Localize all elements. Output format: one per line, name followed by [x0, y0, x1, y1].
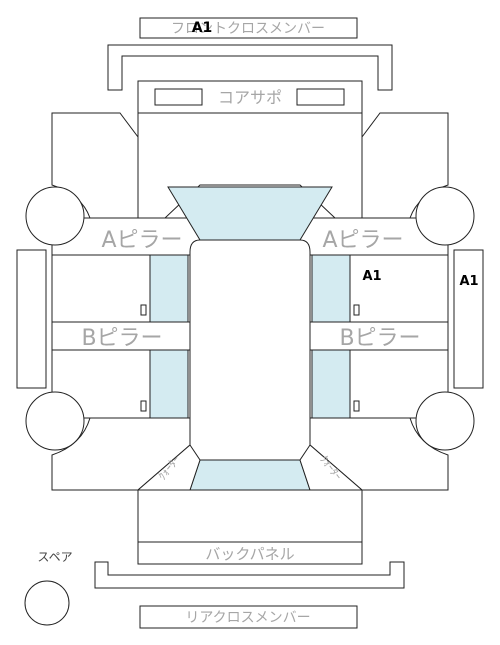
right-a-pillar-label: Aピラー: [322, 228, 403, 253]
front-cross-member-box[interactable]: [139, 17, 358, 39]
rear-right-wheel[interactable]: [415, 391, 475, 451]
right-side-sill[interactable]: [453, 249, 484, 389]
rear-left-wheel[interactable]: [25, 391, 85, 451]
left-b-pillar[interactable]: [51, 321, 191, 351]
right-b-pillar-label: Bピラー: [339, 326, 420, 351]
left-front-window: [149, 254, 189, 323]
damage-mark-right-side-sill: A1: [459, 274, 478, 289]
damage-mark-right-front-door: A1: [362, 269, 381, 284]
right-front-fender[interactable]: [361, 112, 449, 219]
left-a-pillar-label: Aピラー: [101, 228, 182, 253]
rear-bumper-reinforcement[interactable]: [94, 561, 405, 589]
left-headlight: [154, 88, 203, 106]
left-front-fender[interactable]: [51, 112, 139, 219]
roof[interactable]: [189, 239, 311, 461]
trunk-lid[interactable]: [137, 489, 363, 543]
right-headlight: [296, 88, 345, 106]
left-rear-door-handle: [140, 400, 147, 412]
damage-mark-front-cross-member: A1: [192, 20, 213, 36]
front-bumper-reinforcement[interactable]: [107, 44, 393, 91]
front-left-wheel[interactable]: [25, 186, 85, 246]
left-b-pillar-label: Bピラー: [81, 326, 162, 351]
right-front-door-handle: [353, 304, 360, 316]
core-support-label: コアサポ: [218, 88, 282, 107]
rear-cross-member-box[interactable]: [139, 605, 358, 629]
front-right-wheel[interactable]: [415, 186, 475, 246]
back-panel-box[interactable]: [137, 541, 363, 565]
spare-tire[interactable]: [24, 580, 70, 626]
rear-cross-member-label: リアクロスメンバー: [185, 610, 310, 626]
left-side-sill[interactable]: [16, 249, 47, 389]
front-cross-member-label: フロントクロスメンバー: [171, 21, 325, 37]
rear-glass: [189, 459, 311, 491]
right-front-window: [311, 254, 351, 323]
spare-label: スペア: [37, 550, 72, 564]
back-panel-label: バックパネル: [205, 545, 294, 563]
right-rear-window: [311, 349, 351, 419]
right-rear-door-handle: [353, 400, 360, 412]
left-rear-window: [149, 349, 189, 419]
right-b-pillar[interactable]: [309, 321, 449, 351]
left-front-door-handle: [140, 304, 147, 316]
